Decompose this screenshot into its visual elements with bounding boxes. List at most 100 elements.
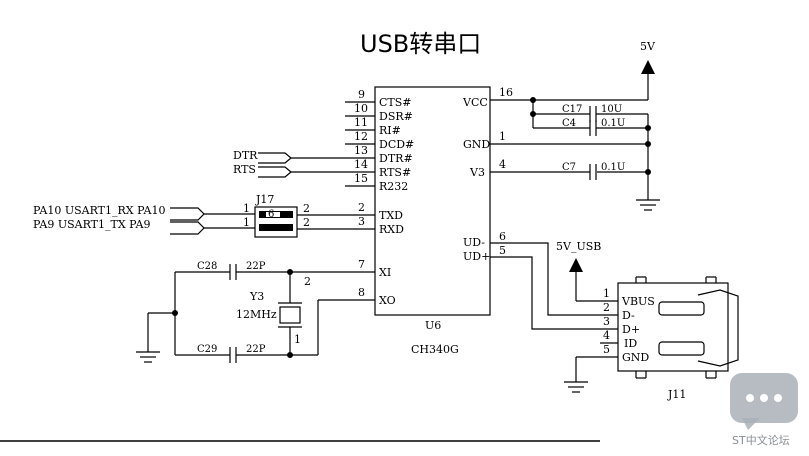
ic-pin-num: 3 [358,215,365,228]
crystal-value: 12MHz [236,308,277,321]
net-label-rx: PA10 USART1_RX PA10 [33,204,165,217]
usb-pin-num: 4 [603,329,610,342]
vcc-arrow-icon [641,60,655,74]
usb-socket-outline [697,289,739,367]
usb-dp-wire [490,256,618,330]
usb-pin-name: D+ [622,323,640,336]
jumper-pin-num: 2 [303,202,310,215]
cap-ref: C28 [197,261,217,272]
ic-pin-num: 10 [354,102,368,115]
cap-ref: C4 [562,118,576,129]
ic-pin-num: 13 [354,144,368,157]
cap-ref: C17 [562,104,582,115]
junction-dot [530,111,536,117]
jumper-ref: J17 [255,193,274,206]
ic-pin-num: 9 [358,88,365,101]
cap-ref: C29 [197,344,217,355]
jumper-pin-num: 1 [243,202,250,215]
ic-pin-name: GND [463,138,490,151]
ic-pin-num: 15 [354,172,368,185]
usb-pin-name: VBUS [621,295,655,308]
power-label: 5V [640,40,656,53]
usb-pin-num: 1 [603,287,610,300]
net-label-tx: PA9 USART1_TX PA9 [33,218,151,231]
cap-value: 0.1U [601,118,625,129]
usb-vbus-arrow-icon [569,258,583,272]
crystal-ref: Y3 [249,290,264,303]
ic-pin-num: 12 [354,130,368,143]
ic-pin-name: UD+ [463,250,490,263]
cap-value: 22P [246,261,266,272]
junction-dot [530,97,536,103]
junction-dot [645,141,651,147]
ic-pin-name: TXD [379,209,403,222]
usb-power-label: 5V_USB [556,240,601,253]
jumper-pin-row [259,224,293,231]
usb-pin-num: 3 [603,315,610,328]
ic-pin-name: R232 [379,180,408,193]
ic-pin-num: 5 [499,244,506,257]
ic-pin-name: XO [379,294,396,307]
port-rx [170,207,205,221]
ic-u6-body [374,86,491,316]
crystal-pin: 2 [304,275,311,288]
cap-value: 10U [601,104,622,115]
junction-dot [172,310,178,316]
cap-value: 0.1U [601,162,625,173]
junction-dot [645,125,651,131]
ic-pin-name: CTS# [379,96,412,109]
junction-dot [287,269,293,275]
usb-pin-name: GND [622,351,649,364]
usb-pin-name: ID [624,337,637,350]
ic-pin-num: 4 [499,158,506,171]
ic-pin-name: V3 [469,166,485,179]
usb-contact-slot [658,341,705,356]
ic-left-pin-stubs [290,101,375,301]
ic-pin-num: 7 [358,258,365,271]
ic-pin-num: 14 [354,158,368,171]
ic-pin-num: 11 [354,116,368,129]
usb-connector-j11-body [617,282,729,372]
chat-bubble-icon [730,373,798,430]
ic-pin-name: XI [379,266,391,279]
ic-pin-name: DSR# [379,110,413,123]
ic-pin-name: RTS# [379,166,411,179]
junction-dot [287,352,293,358]
cap-value: 22P [246,344,266,355]
watermark-text: ST中文论坛 [732,433,790,447]
ic-pin-name: DCD# [379,138,414,151]
jumper-j17-body [254,206,298,238]
ic-pin-num: 16 [499,86,513,99]
usb-contact-slot [658,301,705,316]
ic-ref: U6 [425,319,441,332]
jumper-pin-num: 2 [303,216,310,229]
usb-pin-name: D- [622,309,635,322]
ic-pin-num: 2 [358,201,365,214]
ic-pin-name: RI# [379,124,401,137]
usb-connector-ref: J11 [667,388,686,401]
port-tx [170,221,205,235]
net-label-rts: RTS [233,163,256,176]
ic-pin-name: UD- [463,236,485,249]
jumper-inner-label: 6 [268,209,274,220]
usb-dm-wire [490,242,618,316]
usb-pin-num: 2 [603,301,610,314]
crystal-y3-body [279,306,301,324]
ic-pin-num: 6 [499,230,506,243]
port-dtr [258,152,292,164]
cap-ref: C7 [562,162,576,173]
schematic-title: USB转串口 [360,30,481,58]
port-rts [258,166,292,178]
ic-pin-name: VCC [462,96,488,109]
jumper-pin-num: 1 [243,216,250,229]
crystal-pin: 1 [294,333,301,346]
ic-part: CH340G [411,343,459,356]
usb-pin-num: 5 [603,343,610,356]
ic-pin-name: DTR# [379,152,413,165]
net-label-dtr: DTR [233,149,258,162]
ic-pin-num: 8 [358,286,365,299]
ic-pin-num: 1 [499,130,506,143]
junction-dot [645,169,651,175]
